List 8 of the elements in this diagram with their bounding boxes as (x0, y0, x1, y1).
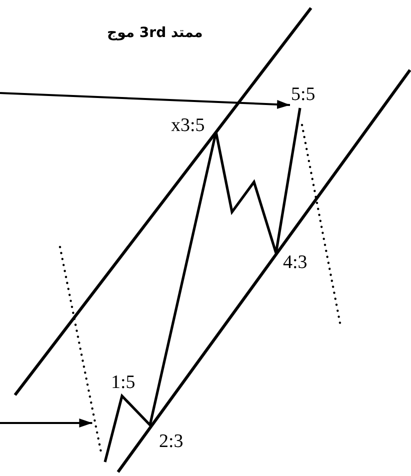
wave-label: 5:5 (291, 85, 316, 105)
arrow (0, 418, 92, 428)
wave-label: 1:5 (111, 373, 136, 393)
dotted-line (58, 246, 102, 454)
wave-label: x3:5 (171, 116, 205, 136)
wave-label: 4:3 (283, 253, 308, 273)
wave-label: 2:3 (159, 432, 184, 452)
arrow (0, 92, 290, 109)
